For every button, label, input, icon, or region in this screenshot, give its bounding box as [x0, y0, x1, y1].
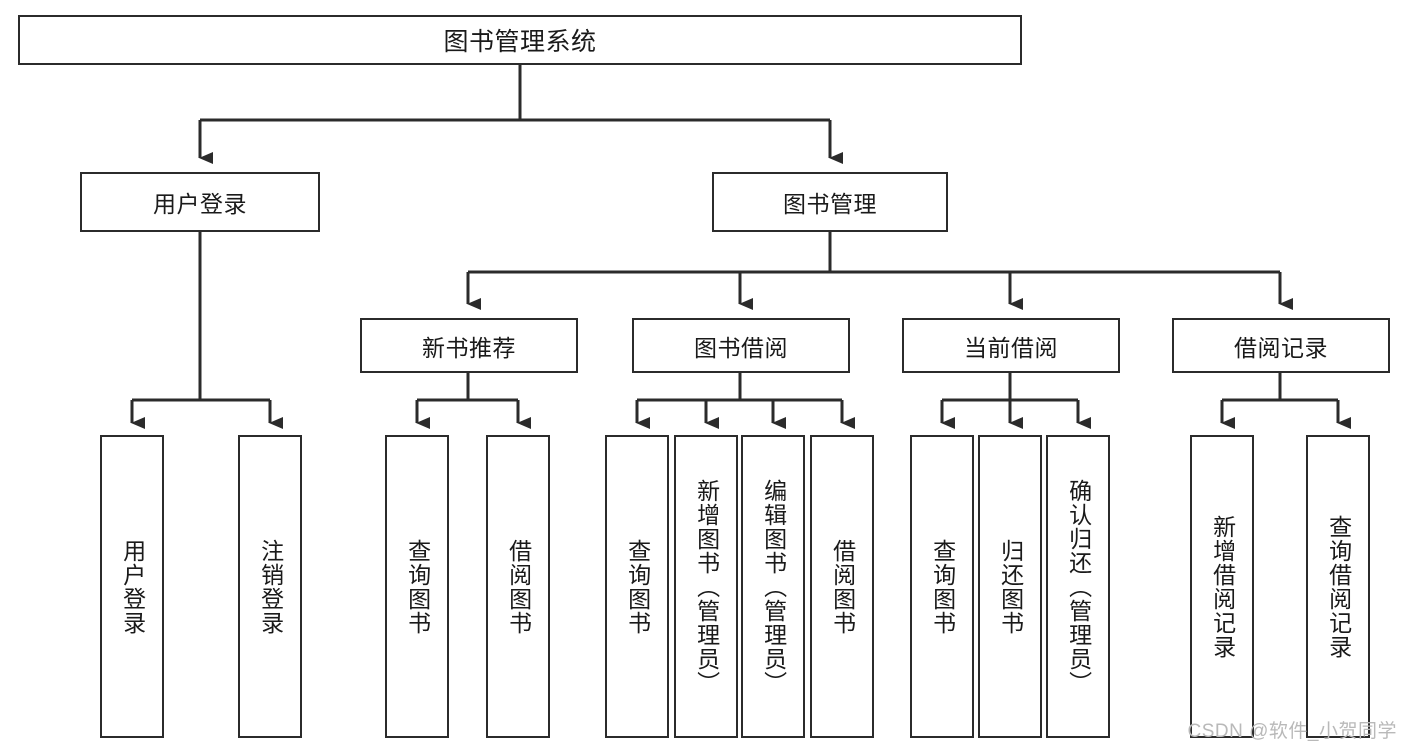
- node-label: 归还图书: [997, 538, 1024, 635]
- node-label: 查询借阅记录: [1325, 514, 1352, 659]
- node-book-borrowing[interactable]: 图书借阅: [632, 318, 850, 373]
- node-borrowing-records[interactable]: 借阅记录: [1172, 318, 1390, 373]
- node-label: 借阅图书: [829, 538, 856, 635]
- leaf-query-books-current[interactable]: 查询图书: [910, 435, 974, 738]
- node-label: 编辑图书（管理员）: [760, 478, 787, 695]
- leaf-logout[interactable]: 注销登录: [238, 435, 302, 738]
- node-label: 图书借阅: [694, 334, 788, 361]
- leaf-query-books-borrowing[interactable]: 查询图书: [605, 435, 669, 738]
- node-label: 图书管理系统: [443, 28, 597, 56]
- node-new-book-recommendation[interactable]: 新书推荐: [360, 318, 578, 373]
- node-label: 用户登录: [153, 191, 247, 217]
- leaf-borrow-books-new-recommendation[interactable]: 借阅图书: [486, 435, 550, 738]
- leaf-add-borrowing-record[interactable]: 新增借阅记录: [1190, 435, 1254, 738]
- node-book-management[interactable]: 图书管理: [712, 172, 948, 232]
- node-root-book-management-system[interactable]: 图书管理系统: [18, 15, 1022, 65]
- node-label: 查询图书: [404, 538, 431, 635]
- node-label: 当前借阅: [964, 334, 1058, 361]
- leaf-add-book-admin[interactable]: 新增图书（管理员）: [674, 435, 738, 738]
- leaf-query-books-new-recommendation[interactable]: 查询图书: [385, 435, 449, 738]
- leaf-query-borrowing-record[interactable]: 查询借阅记录: [1306, 435, 1370, 738]
- csdn-watermark: CSDN @软件_小贺同学: [1187, 721, 1397, 742]
- leaf-edit-book-admin[interactable]: 编辑图书（管理员）: [741, 435, 805, 738]
- node-label: 借阅记录: [1234, 334, 1328, 361]
- node-label: 查询图书: [624, 538, 651, 635]
- node-label: 图书管理: [783, 191, 877, 217]
- leaf-borrow-books[interactable]: 借阅图书: [810, 435, 874, 738]
- node-current-borrowing[interactable]: 当前借阅: [902, 318, 1120, 373]
- leaf-user-login[interactable]: 用户登录: [100, 435, 164, 738]
- node-label: 借阅图书: [505, 538, 532, 635]
- node-user-login[interactable]: 用户登录: [80, 172, 320, 232]
- node-label: 新书推荐: [422, 334, 516, 361]
- node-label: 新增借阅记录: [1209, 514, 1236, 659]
- node-label: 确认归还（管理员）: [1065, 478, 1092, 695]
- leaf-confirm-return-admin[interactable]: 确认归还（管理员）: [1046, 435, 1110, 738]
- node-label: 注销登录: [257, 538, 284, 635]
- node-label: 用户登录: [119, 538, 146, 635]
- leaf-return-books[interactable]: 归还图书: [978, 435, 1042, 738]
- node-label: 查询图书: [929, 538, 956, 635]
- node-label: 新增图书（管理员）: [693, 478, 720, 695]
